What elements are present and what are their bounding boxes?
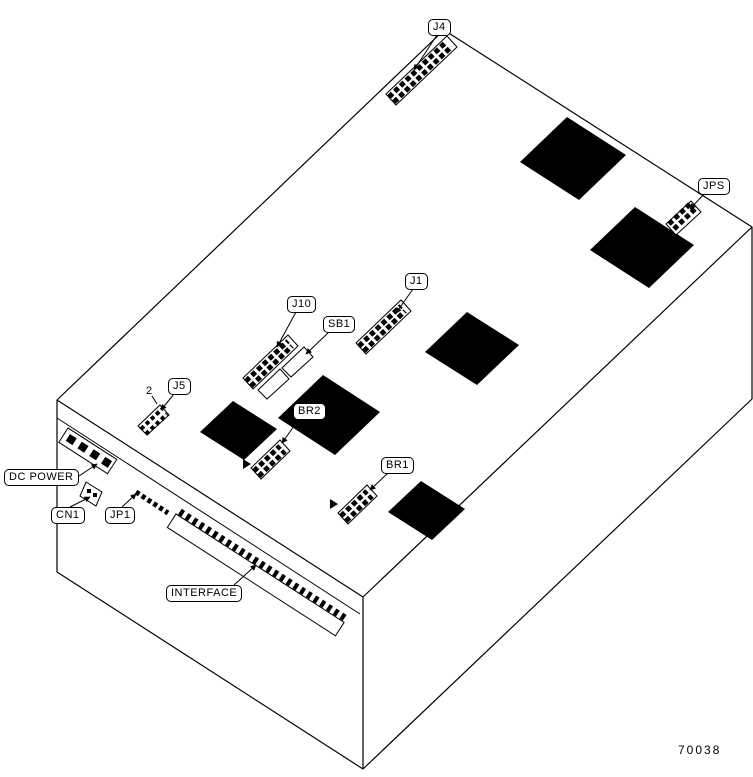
- ic-chip: [278, 375, 380, 455]
- ic-chip: [590, 207, 694, 288]
- sb1-jumpers: [257, 346, 314, 400]
- callout-br2: BR2: [293, 403, 326, 420]
- jp1-pins: [134, 489, 170, 516]
- pin-number-annotation: 2: [146, 385, 153, 397]
- leader-jps: [689, 193, 705, 210]
- leader-j5: [160, 393, 175, 411]
- callout-jp1: JP1: [105, 507, 136, 524]
- dc-power-connector: [58, 427, 118, 475]
- callout-j4: J4: [428, 19, 451, 36]
- j4-header: [385, 35, 458, 106]
- callout-cn1: CN1: [51, 507, 85, 524]
- leader-br2: [281, 418, 300, 444]
- leader-interface: [233, 564, 257, 586]
- callout-br1: BR1: [381, 457, 414, 474]
- leader-j10: [276, 311, 297, 348]
- leader-j4: [413, 34, 438, 71]
- leader-br1: [369, 472, 389, 491]
- j10-header: [242, 334, 299, 390]
- callout-jps: JPS: [698, 178, 730, 195]
- pin1-marker-icon: [330, 499, 338, 509]
- callout-j1: J1: [405, 273, 428, 290]
- callout-j5: J5: [168, 378, 191, 395]
- br1-header: [330, 484, 378, 525]
- jps-header: [665, 200, 702, 236]
- leader-jp1: [121, 493, 137, 508]
- callout-sb1: SB1: [323, 316, 356, 333]
- br2-header: [243, 439, 291, 480]
- j5-header: [137, 395, 170, 436]
- leader-lines: [69, 34, 705, 586]
- ic-chip: [520, 117, 626, 200]
- ic-chips: [200, 117, 694, 540]
- cn1-connector: [79, 481, 103, 507]
- leader-cn1: [69, 496, 91, 508]
- leader-j1: [395, 288, 414, 314]
- leader-sb1: [305, 331, 330, 355]
- front-edge-lip: [56, 417, 361, 615]
- callout-dc-power: DC POWER: [4, 469, 79, 486]
- figure-number: 70038: [678, 743, 722, 757]
- ic-chip: [388, 481, 465, 540]
- j1-header: [355, 299, 412, 355]
- ic-chip: [200, 401, 277, 460]
- callout-interface: INTERFACE: [166, 585, 243, 602]
- callout-j10: J10: [287, 296, 317, 313]
- leader-dc-power: [78, 463, 98, 477]
- interface-edge-connector: [166, 508, 347, 637]
- pin1-marker-icon: [243, 459, 251, 469]
- pin2-pointer-line: [151, 395, 158, 405]
- board-outline: [56, 29, 753, 770]
- ic-chip: [425, 312, 519, 385]
